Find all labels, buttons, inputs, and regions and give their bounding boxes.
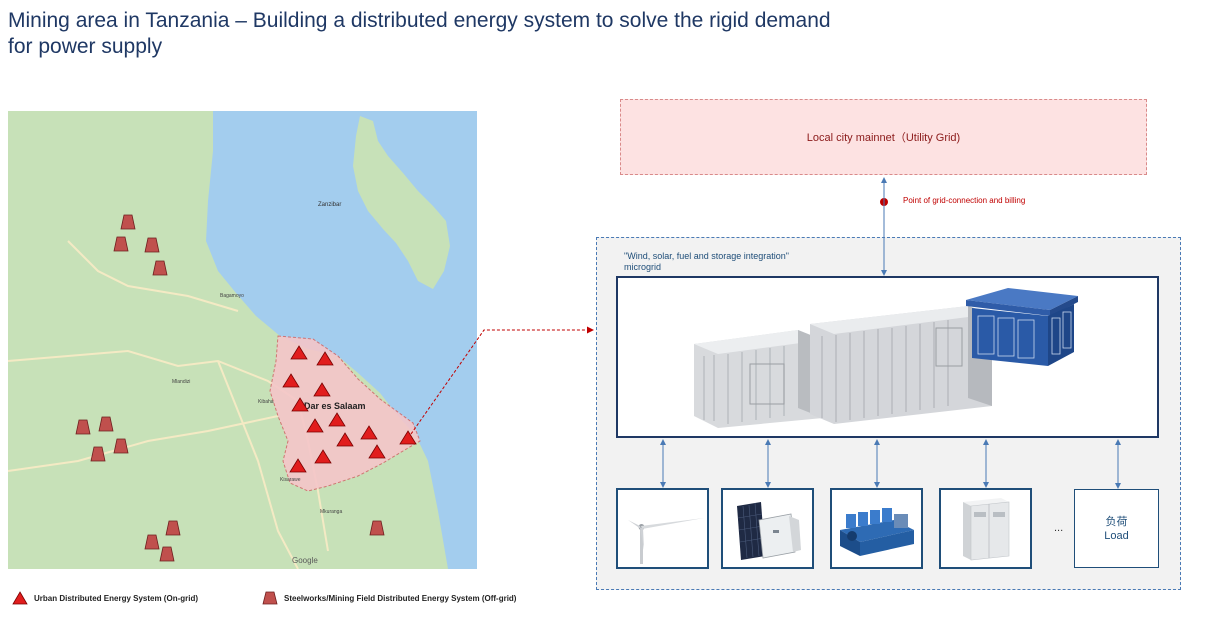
on-grid-marker — [291, 397, 309, 412]
microgrid-label: "Wind, solar, fuel and storage integrati… — [624, 251, 789, 272]
off-grid-marker — [120, 214, 136, 230]
battery-cabinet-icon — [963, 498, 1010, 561]
off-grid-marker — [165, 520, 181, 536]
wind-turbine-box — [616, 488, 709, 569]
energy-containers-illustration — [694, 288, 1078, 428]
utility-grid-label: Local city mainnet（Utility Grid) — [806, 132, 961, 144]
on-grid-marker — [306, 418, 324, 433]
on-grid-marker — [290, 345, 308, 360]
on-grid-marker — [336, 432, 354, 447]
on-grid-marker — [328, 412, 346, 427]
legend-off-grid-label: Steelworks/Mining Field Distributed Ener… — [284, 593, 517, 603]
place-label-mlandizi: Mlandizi — [172, 379, 190, 385]
on-grid-marker — [360, 425, 378, 440]
on-grid-marker — [313, 382, 331, 397]
red-triangle-icon — [12, 591, 28, 605]
tanzania-map: Dar es Salaam Zanzibar Bagamoyo Mlandizi… — [8, 111, 477, 569]
off-grid-marker — [159, 546, 175, 562]
place-label-bagamoyo: Bagamoyo — [220, 293, 244, 299]
place-label-zanzibar: Zanzibar — [318, 202, 341, 208]
on-grid-marker — [314, 449, 332, 464]
on-grid-marker — [316, 351, 334, 366]
off-grid-marker — [144, 237, 160, 253]
small-container — [694, 330, 823, 428]
map-drawing: Dar es Salaam Zanzibar Bagamoyo Mlandizi… — [8, 111, 477, 569]
generator-box — [830, 488, 923, 569]
wind-turbine-icon — [628, 518, 704, 564]
load-label-en: Load — [1104, 529, 1129, 542]
grid-connection-label: Point of grid-connection and billing — [903, 196, 1026, 205]
ellipsis: ... — [1054, 522, 1064, 534]
off-grid-marker — [75, 419, 91, 435]
battery-storage-box — [939, 488, 1032, 569]
on-grid-marker — [399, 430, 417, 445]
transformer-substation — [966, 288, 1078, 366]
dar-es-salaam-region — [269, 335, 421, 492]
red-trapezoid-icon — [262, 591, 278, 605]
page-title: Mining area in Tanzania – Building a dis… — [8, 9, 831, 58]
legend-on-grid-label: Urban Distributed Energy System (On-grid… — [34, 593, 199, 603]
place-label-kisarawe: Kisarawe — [280, 477, 301, 483]
place-label-mkuranga: Mkuranga — [320, 509, 342, 515]
on-grid-markers — [282, 345, 417, 473]
off-grid-marker — [369, 520, 385, 536]
large-container — [810, 306, 992, 424]
solar-inverter-icon — [737, 502, 801, 560]
off-grid-marker — [90, 446, 106, 462]
load-box: 负荷 Load — [1074, 489, 1159, 568]
utility-grid-box: Local city mainnet（Utility Grid) — [620, 99, 1147, 175]
on-grid-marker — [368, 444, 386, 459]
legend-off-grid: Steelworks/Mining Field Distributed Ener… — [262, 590, 516, 606]
on-grid-marker — [282, 373, 300, 388]
on-grid-marker — [289, 458, 307, 473]
solar-inverter-box — [721, 488, 814, 569]
off-grid-marker — [113, 438, 129, 454]
off-grid-markers — [75, 214, 385, 562]
legend-on-grid: Urban Distributed Energy System (On-grid… — [12, 590, 198, 606]
load-label-cn: 负荷 — [1105, 515, 1128, 528]
off-grid-marker — [152, 260, 168, 276]
zanzibar-island — [353, 116, 450, 289]
city-label: Dar es Salaam — [304, 401, 366, 411]
off-grid-marker — [144, 534, 160, 550]
container-system-box — [616, 276, 1159, 438]
off-grid-marker — [98, 416, 114, 432]
place-label-kibaha: Kibaha — [258, 399, 274, 405]
map-provider-logo: Google — [292, 556, 318, 565]
grid-connection-point — [880, 198, 888, 206]
off-grid-marker — [113, 236, 129, 252]
diesel-generator-icon — [840, 508, 914, 556]
ocean-area — [206, 111, 477, 569]
